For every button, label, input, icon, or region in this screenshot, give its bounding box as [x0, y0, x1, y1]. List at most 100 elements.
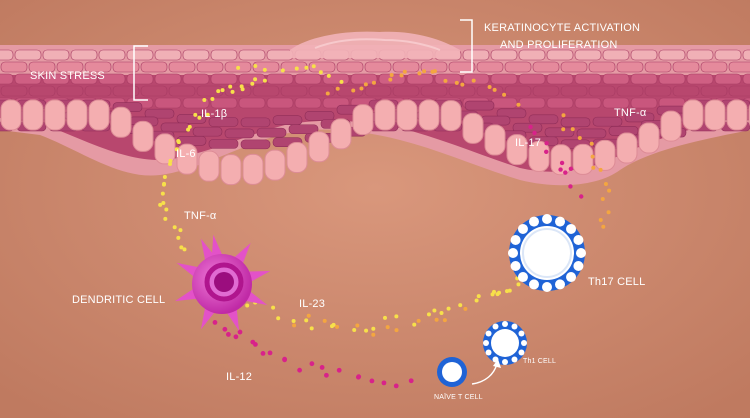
cytokine-dot: [306, 313, 311, 318]
skin-cell: [700, 61, 728, 73]
keratinocyte-label-line2: AND PROLIFERATION: [500, 39, 618, 51]
skin-cell: [140, 61, 168, 73]
skin-cell: [154, 49, 182, 61]
skin-cell: [532, 85, 560, 97]
skin-cell: [84, 61, 112, 73]
th17-granule: [573, 234, 584, 245]
il6-label: IL-6: [176, 148, 196, 160]
cytokine-dot: [352, 327, 357, 332]
cytokine-dot: [408, 378, 414, 384]
basal-cell-row: [0, 99, 750, 186]
skin-cell: [56, 85, 84, 97]
cytokine-dot: [304, 65, 309, 70]
cytokine-dot: [577, 136, 582, 141]
skin-cell: [42, 49, 70, 61]
basal-cell: [286, 141, 308, 173]
skin-cell: [154, 97, 182, 109]
cytokine-dot: [178, 228, 183, 233]
skin-cell: [490, 49, 518, 61]
skin-cell: [192, 126, 223, 137]
basal-cell: [44, 99, 66, 131]
th17-granule: [517, 272, 528, 283]
cytokine-dot: [262, 78, 267, 83]
cytokine-dot: [516, 102, 521, 107]
basal-cell: [308, 131, 330, 163]
cytokine-dot: [304, 318, 309, 323]
basal-cell: [418, 99, 440, 131]
skin-cell: [574, 97, 602, 109]
cytokine-dot: [220, 88, 225, 93]
cytokine-dot: [216, 89, 221, 94]
cytokine-dot: [474, 298, 479, 303]
skin-cell: [518, 73, 546, 85]
cytokine-dots: [158, 63, 612, 389]
basal-cell: [462, 112, 484, 144]
skin-cell: [728, 61, 750, 73]
skin-cell: [280, 85, 308, 97]
cytokine-dot: [502, 92, 507, 97]
basal-cell: [660, 110, 682, 142]
dendritic-cell-icon: [175, 234, 271, 331]
cytokine-dot: [417, 71, 422, 76]
cytokine-dot: [253, 63, 258, 68]
th1-granule: [502, 359, 508, 365]
basal-cell: [330, 118, 352, 150]
cytokine-dot: [394, 328, 399, 333]
cytokine-dot: [292, 323, 297, 328]
cytokine-dot: [369, 378, 375, 384]
cytokine-dot: [471, 78, 476, 83]
cytokine-dot: [402, 69, 407, 74]
cytokine-dot: [371, 326, 376, 331]
cytokine-dot: [544, 149, 549, 154]
th1-granule: [483, 340, 489, 346]
basal-cell: [198, 150, 220, 182]
tnfa-right-label: TNF-α: [614, 107, 647, 119]
basal-cell: [22, 99, 44, 131]
cytokine-dot: [371, 332, 376, 337]
cytokine-dot: [309, 326, 314, 331]
skin-cell: [630, 73, 658, 85]
cytokine-dot: [237, 329, 243, 335]
skin-cell: [686, 73, 714, 85]
skin-cell: [462, 49, 490, 61]
cytokine-dot: [245, 303, 250, 308]
basal-cell: [528, 140, 550, 172]
il17-label: IL-17: [515, 137, 542, 149]
skin-cell: [266, 97, 294, 109]
skin-cell: [504, 61, 532, 73]
cytokine-dot: [335, 86, 340, 91]
cytokine-dot: [176, 235, 181, 240]
cytokine-dot: [205, 112, 210, 117]
cytokine-dot: [532, 130, 537, 136]
cytokine-dot: [161, 201, 166, 206]
basal-cell: [264, 149, 286, 181]
skin-cell: [240, 117, 271, 128]
cytokine-dot: [476, 294, 481, 299]
th1-cell-icon: [483, 321, 527, 365]
th1-granule: [518, 330, 525, 337]
skin-cell: [28, 85, 56, 97]
cytokine-dot: [233, 334, 239, 340]
th1-granule: [521, 340, 527, 346]
basal-cell: [726, 99, 748, 131]
cytokine-dot: [393, 383, 399, 389]
skin-cell: [304, 110, 335, 121]
skin-cell: [126, 49, 154, 61]
th17-granule: [576, 248, 586, 258]
tnfa-left-label: TNF-α: [184, 210, 217, 222]
cytokine-dot: [262, 67, 267, 72]
cytokine-dot: [253, 77, 258, 82]
skin-cell: [434, 73, 462, 85]
cytokine-dot: [607, 188, 612, 193]
skin-cell: [364, 85, 392, 97]
cytokine-dot: [252, 342, 258, 347]
cytokine-dot: [161, 182, 166, 187]
th1-granule: [502, 321, 508, 327]
skin-cell: [476, 61, 504, 73]
skin-cell: [714, 49, 742, 61]
cytokine-dot: [202, 98, 207, 103]
cytokine-dot: [598, 217, 603, 222]
cytokine-dot: [568, 166, 574, 171]
cytokine-dot: [172, 225, 177, 230]
